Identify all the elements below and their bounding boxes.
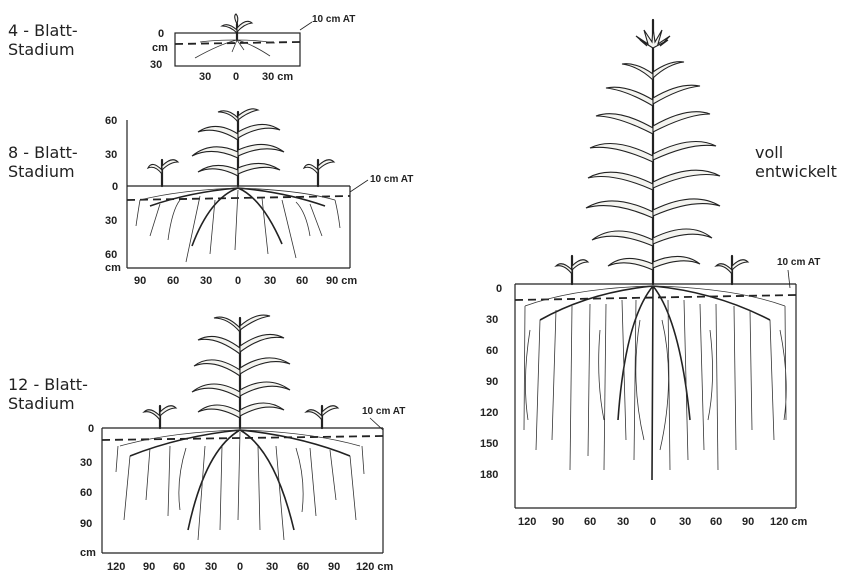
- width-tick-4-1: 0: [233, 71, 239, 83]
- width-tick-12-2: 60: [173, 561, 185, 573]
- width-tick-full-7: 90: [742, 516, 754, 528]
- width-tick-12-3: 30: [205, 561, 217, 573]
- width-tick-12-7: 90: [328, 561, 340, 573]
- width-tick-12-0: 120: [107, 561, 125, 573]
- roots-full: [524, 286, 786, 480]
- width-tick-4-2: 30 cm: [262, 71, 293, 83]
- at-label-4: 10 cm AT: [312, 14, 355, 25]
- stage-label-4-line2: Stadium: [8, 40, 75, 59]
- panel-8-leaf-stage: 8 - Blatt- Stadium 10 cm AT 60 30 0 30 6…: [8, 109, 413, 287]
- plant-12: [192, 315, 290, 428]
- panel-12-leaf-stage: 12 - Blatt- Stadium 10 cm AT 0 30 60 90 …: [8, 315, 405, 573]
- width-tick-8-6: 90 cm: [326, 275, 357, 287]
- width-tick-full-0: 120: [518, 516, 536, 528]
- at-depth-line-4: [175, 42, 300, 44]
- neighbor-plant-12-right: [306, 406, 338, 428]
- width-tick-8-4: 30: [264, 275, 276, 287]
- width-tick-full-6: 60: [710, 516, 722, 528]
- depth-tick-12-0: 0: [88, 423, 94, 435]
- width-tick-8-5: 60: [296, 275, 308, 287]
- depth-tick-4-0: 0: [158, 28, 164, 40]
- width-tick-12-6: 60: [297, 561, 309, 573]
- height-tick-8-0: 0: [112, 181, 118, 193]
- at-leader-full: [788, 270, 790, 288]
- neighbor-plant-12-left: [144, 406, 176, 428]
- height-tick-8-60: 60: [105, 115, 117, 127]
- width-tick-full-8: 120 cm: [770, 516, 808, 528]
- stage-label-12-line2: Stadium: [8, 394, 75, 413]
- width-tick-12-1: 90: [143, 561, 155, 573]
- at-label-full: 10 cm AT: [777, 257, 820, 268]
- panel-fully-developed: voll entwickelt 10 cm AT 0 30 60 90 120 …: [480, 20, 837, 528]
- width-tick-full-3: 30: [617, 516, 629, 528]
- plant-full: [586, 20, 720, 284]
- stage-label-4-line1: 4 - Blatt-: [8, 21, 78, 40]
- width-tick-full-1: 90: [552, 516, 564, 528]
- neighbor-plant-8-right: [304, 160, 334, 186]
- depth-tick-8-60: 60: [105, 249, 117, 261]
- depth-tick-full-60: 60: [486, 345, 498, 357]
- depth-tick-12-unit: cm: [80, 547, 96, 559]
- depth-tick-full-0: 0: [496, 283, 502, 295]
- width-tick-8-3: 0: [235, 275, 241, 287]
- width-tick-12-4: 0: [237, 561, 243, 573]
- stage-label-8-line1: 8 - Blatt-: [8, 143, 78, 162]
- neighbor-plant-full-right: [716, 256, 748, 284]
- depth-tick-12-90: 90: [80, 518, 92, 530]
- at-leader-4: [300, 22, 312, 30]
- width-tick-full-2: 60: [584, 516, 596, 528]
- depth-tick-8-unit: cm: [105, 262, 121, 274]
- at-depth-line-12: [102, 436, 383, 440]
- width-tick-full-5: 30: [679, 516, 691, 528]
- depth-tick-12-60: 60: [80, 487, 92, 499]
- width-tick-full-4: 0: [650, 516, 656, 528]
- depth-tick-4-30: 30: [150, 59, 162, 71]
- depth-tick-full-150: 150: [480, 438, 498, 450]
- depth-tick-full-180: 180: [480, 469, 498, 481]
- stage-label-8-line2: Stadium: [8, 162, 75, 181]
- plant-4: [222, 14, 252, 40]
- neighbor-plant-full-left: [556, 256, 588, 284]
- width-tick-4-0: 30: [199, 71, 211, 83]
- width-tick-8-1: 60: [167, 275, 179, 287]
- depth-tick-full-90: 90: [486, 376, 498, 388]
- height-tick-8-30: 30: [105, 149, 117, 161]
- stage-label-12-line1: 12 - Blatt-: [8, 375, 88, 394]
- at-depth-line-8: [127, 196, 350, 200]
- width-tick-12-8: 120 cm: [356, 561, 394, 573]
- width-tick-12-5: 30: [266, 561, 278, 573]
- neighbor-plant-8-left: [148, 160, 178, 186]
- at-label-8: 10 cm AT: [370, 174, 413, 185]
- depth-tick-full-30: 30: [486, 314, 498, 326]
- depth-tick-12-30: 30: [80, 457, 92, 469]
- width-tick-8-2: 30: [200, 275, 212, 287]
- depth-tick-full-120: 120: [480, 407, 498, 419]
- at-leader-8: [350, 180, 368, 192]
- at-depth-line-full: [515, 295, 796, 300]
- width-tick-8-0: 90: [134, 275, 146, 287]
- stage-label-full-line2: entwickelt: [755, 162, 837, 181]
- panel-4-leaf-stage: 4 - Blatt- Stadium 10 cm AT 0 cm 30 30 0…: [8, 14, 355, 83]
- roots-12: [116, 430, 364, 540]
- stage-label-full-line1: voll: [755, 143, 783, 162]
- at-label-12: 10 cm AT: [362, 406, 405, 417]
- plant-8: [192, 109, 284, 186]
- depth-tick-4-unit: cm: [152, 42, 168, 54]
- depth-tick-8-30: 30: [105, 215, 117, 227]
